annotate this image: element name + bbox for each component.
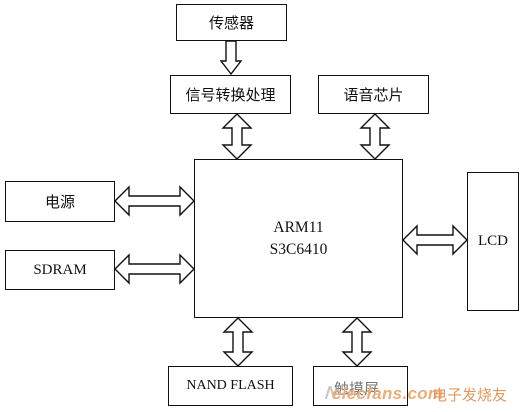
nand-flash-label: NAND FLASH — [186, 378, 275, 393]
voice-chip-label: 语音芯片 — [343, 86, 404, 104]
sdram-block: SDRAM — [5, 250, 115, 290]
arrow-cpu-nand — [222, 317, 254, 367]
nand-flash-block: NAND FLASH — [168, 366, 293, 406]
watermark-symbol: ∧ — [322, 380, 339, 405]
arrow-signal-cpu — [221, 113, 253, 160]
lcd-block: LCD — [467, 172, 519, 311]
power-label: 电源 — [44, 193, 75, 211]
arrow-voice-cpu — [359, 113, 391, 160]
arrow-power-cpu — [114, 185, 195, 217]
cpu-label-line2: S3C6410 — [269, 240, 328, 258]
arrow-cpu-touch — [341, 317, 373, 367]
signal-processing-label: 信号转换处理 — [185, 86, 276, 104]
touch-screen-block: 触摸屏 — [313, 366, 408, 406]
power-block: 电源 — [5, 181, 115, 222]
arrow-sensor-to-signal — [219, 40, 243, 76]
sensor-label: 传感器 — [208, 14, 254, 32]
sdram-label: SDRAM — [33, 261, 87, 278]
watermark-site-name: 电子发烧友 — [432, 386, 508, 404]
voice-chip-block: 语音芯片 — [318, 75, 429, 114]
cpu-label-line1: ARM11 — [273, 218, 324, 236]
watermark-domain: elecfans.com — [332, 384, 444, 403]
arrow-sdram-cpu — [114, 253, 195, 285]
cpu-block: ARM11 S3C6410 — [194, 159, 403, 318]
touch-screen-label: 触摸屏 — [333, 380, 379, 398]
site-watermark: ∧ elecfans.com 电子发烧友 — [322, 380, 527, 410]
arrow-cpu-lcd — [402, 224, 468, 256]
lcd-label: LCD — [478, 233, 508, 249]
sensor-block: 传感器 — [176, 4, 287, 41]
signal-processing-block: 信号转换处理 — [170, 75, 291, 114]
